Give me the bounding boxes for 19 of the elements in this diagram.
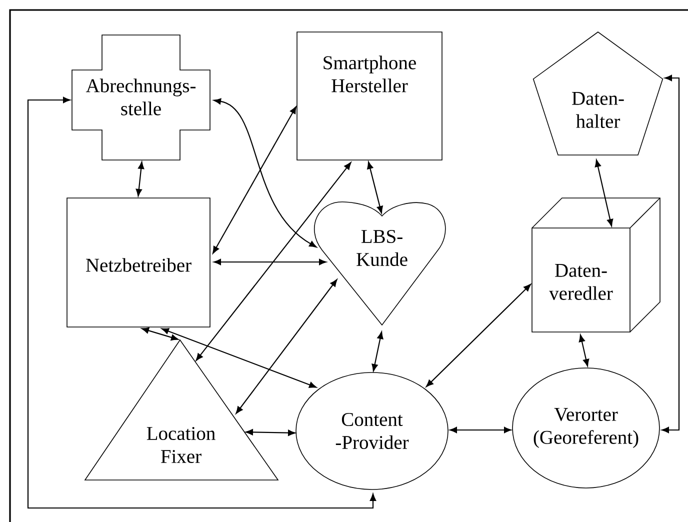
arrow <box>214 258 326 266</box>
arrow <box>246 429 296 436</box>
arrow <box>594 160 614 226</box>
arrow <box>212 106 296 254</box>
arrow <box>367 162 383 214</box>
arrow <box>426 284 531 387</box>
arrow <box>662 74 680 434</box>
arrow <box>214 98 317 248</box>
arrow <box>196 162 352 361</box>
arrow <box>372 332 384 372</box>
process-box: Smartphone Hersteller <box>296 32 442 160</box>
process-box: Netzbetreiber <box>66 198 210 328</box>
arrow <box>578 334 590 366</box>
arrow <box>136 162 144 196</box>
arrow <box>450 426 512 434</box>
arrow <box>162 328 316 388</box>
arrow <box>142 327 178 341</box>
arrow <box>236 279 338 414</box>
arrow <box>27 96 376 509</box>
